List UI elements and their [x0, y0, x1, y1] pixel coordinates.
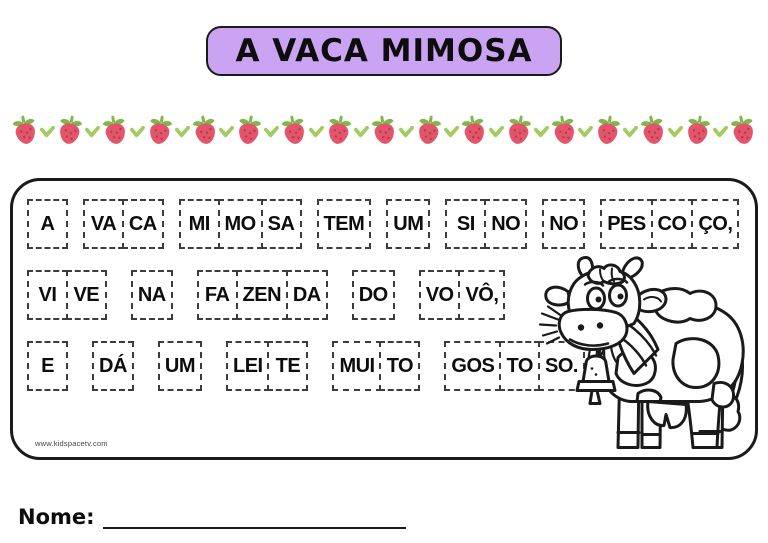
word-group: UM — [157, 341, 202, 391]
leaf-check-icon — [578, 126, 594, 138]
syllable-cell: A — [27, 199, 68, 249]
credit-text: www.kidspacetv.com — [35, 439, 108, 448]
strawberry-icon — [329, 115, 352, 144]
syllable-cell: PES — [600, 199, 653, 249]
cow-illustration — [534, 251, 749, 457]
syllable-cell: ÇO, — [691, 199, 740, 249]
syllable-cell: TE — [267, 341, 309, 391]
strawberry-border — [0, 110, 768, 150]
page-title: A VACA MIMOSA — [235, 33, 533, 69]
syllable-cell: CA — [121, 199, 164, 249]
word-group: E — [27, 341, 68, 391]
strawberry-icon — [461, 115, 484, 144]
syllable-cell: VA — [83, 199, 124, 249]
strawberry-icon — [12, 115, 35, 144]
strawberry-icon — [60, 115, 82, 144]
syllable-cell: SI — [445, 199, 487, 249]
syllable-cell: E — [27, 341, 68, 391]
leaf-check-icon — [623, 126, 639, 138]
leaf-check-icon — [713, 126, 729, 138]
leaf-check-icon — [39, 126, 55, 138]
syllable-cell: TEM — [316, 199, 372, 249]
syllable-cell: VO — [418, 270, 461, 320]
word-group: TEM — [316, 199, 372, 249]
strawberry-icon — [508, 115, 531, 144]
strawberry-icon — [598, 115, 621, 144]
strawberry-icon — [282, 115, 305, 144]
syllable-cell: ZEN — [235, 270, 289, 320]
syllable-cell: TO — [379, 341, 421, 391]
word-group: A — [27, 199, 68, 249]
syllable-cell: NO — [484, 199, 528, 249]
strawberry-icon — [688, 115, 711, 144]
syllable-cell: DA — [285, 270, 328, 320]
syllable-cell: UM — [386, 199, 431, 249]
strawberry-icon — [149, 115, 172, 144]
leaf-check-icon — [354, 126, 370, 138]
syllable-cell: VÔ, — [458, 270, 506, 320]
syllable-cell: NA — [130, 270, 173, 320]
strawberry-icon — [419, 115, 441, 144]
strawberry-icon — [641, 115, 664, 144]
strawberry-icon — [551, 115, 574, 144]
syllable-cell: MI — [178, 199, 220, 249]
word-group: UM — [386, 199, 431, 249]
syllable-cell: TO — [499, 341, 541, 391]
word-group: DO — [351, 270, 395, 320]
name-label: Nome: — [18, 505, 95, 529]
word-group: NA — [130, 270, 173, 320]
strawberry-icon — [239, 115, 262, 144]
syllable-cell: DÁ — [92, 341, 134, 391]
leaf-check-icon — [398, 126, 414, 138]
leaf-check-icon — [668, 126, 684, 138]
leaf-check-icon — [219, 126, 235, 138]
leaf-check-icon — [443, 126, 459, 138]
strawberry-icon — [102, 115, 125, 144]
strawberry-icon — [371, 115, 394, 144]
syllable-cell: MUI — [332, 341, 382, 391]
leaf-check-icon — [488, 126, 504, 138]
leaf-check-icon — [533, 126, 549, 138]
syllable-cell: VI — [27, 270, 68, 320]
leaf-check-icon — [84, 126, 100, 138]
syllable-cell: FA — [196, 270, 238, 320]
word-group: NO — [542, 199, 586, 249]
name-row: Nome: — [18, 505, 768, 529]
syllable-cell: SO. — [538, 341, 585, 391]
syllable-cell: LEI — [226, 341, 270, 391]
syllable-cell: GOS — [444, 341, 502, 391]
syllable-cell: SA — [260, 199, 302, 249]
syllable-cell: VE — [65, 270, 107, 320]
word-group: DÁ — [92, 341, 134, 391]
syllable-cell: MO — [217, 199, 263, 249]
title-banner: A VACA MIMOSA — [206, 26, 562, 76]
syllable-cell: DO — [351, 270, 395, 320]
leaf-check-icon — [264, 126, 280, 138]
leaf-check-icon — [129, 126, 145, 138]
syllable-cell: NO — [542, 199, 586, 249]
strawberry-icon — [192, 115, 215, 144]
name-blank-line — [102, 509, 406, 529]
leaf-check-icon — [174, 126, 190, 138]
strawberry-icon — [730, 115, 753, 144]
syllable-cell: UM — [157, 341, 202, 391]
syllable-cell: CO — [650, 199, 694, 249]
leaf-check-icon — [309, 126, 325, 138]
